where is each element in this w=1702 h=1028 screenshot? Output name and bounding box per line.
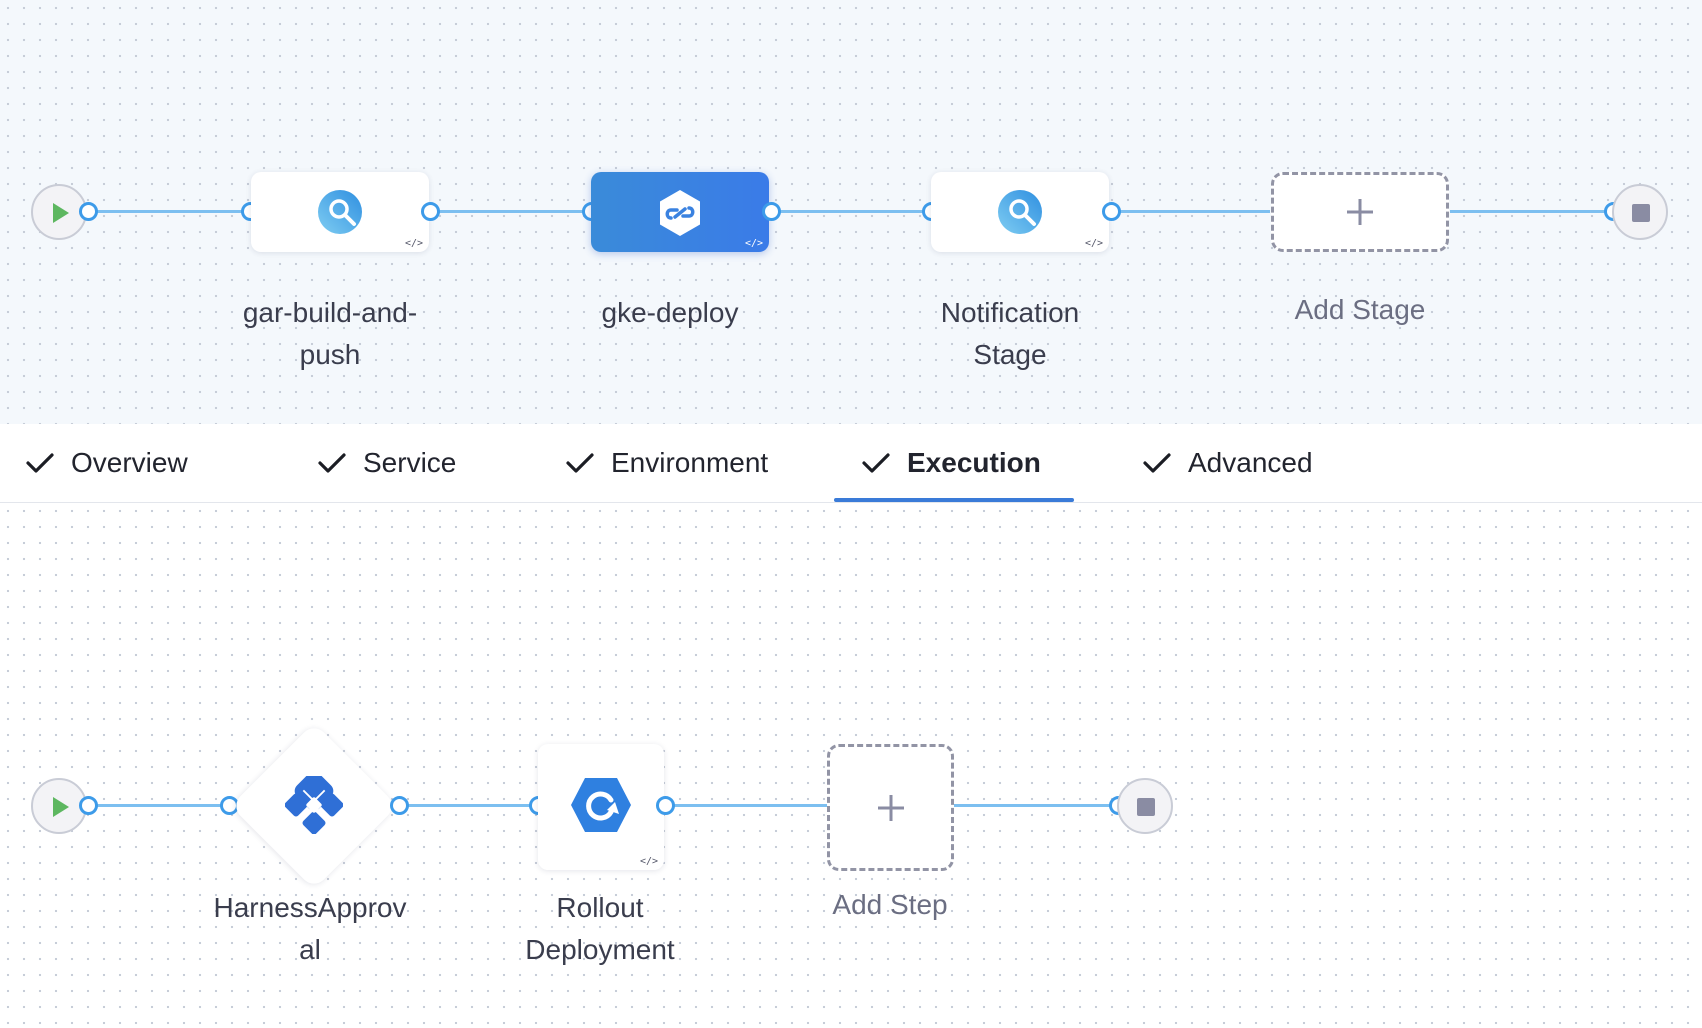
- connector-line: [88, 804, 230, 807]
- active-tab-indicator: [834, 498, 1074, 502]
- pipeline-canvas: </> gar-build-and- push </> gke-deploy <…: [0, 0, 1702, 424]
- ci-build-icon: [998, 190, 1042, 234]
- tab-label: Overview: [71, 447, 188, 478]
- stage-output-port: [762, 202, 781, 221]
- tab-label: Execution: [907, 447, 1041, 478]
- start-port: [79, 796, 98, 815]
- tab-advanced[interactable]: Advanced: [1142, 424, 1313, 502]
- check-icon: [566, 453, 594, 473]
- check-icon: [318, 453, 346, 473]
- code-tag: </>: [1084, 238, 1103, 249]
- step-output-port: [656, 796, 675, 815]
- deploy-icon: [660, 190, 700, 236]
- code-tag: </>: [404, 238, 423, 249]
- tab-label: Service: [363, 447, 457, 478]
- stage-node-gke-deploy[interactable]: </>: [591, 172, 769, 252]
- connector-line: [88, 210, 251, 213]
- add-step-button[interactable]: [827, 744, 954, 871]
- stop-icon: [1137, 798, 1155, 816]
- stage-output-port: [421, 202, 440, 221]
- stage-label: gar-build-and- push: [242, 297, 418, 370]
- stage-output-port: [1102, 202, 1121, 221]
- connector-line: [1450, 210, 1612, 213]
- connector-line: [770, 210, 930, 213]
- plus-icon: [877, 794, 904, 821]
- code-tag: </>: [744, 238, 763, 249]
- stage-tabs: Overview Service Environment Execution A…: [0, 424, 1702, 503]
- connector-line: [664, 804, 827, 807]
- step-label: HarnessApprov al: [213, 892, 407, 965]
- step-label: Rollout Deployment: [525, 892, 675, 965]
- check-icon: [1143, 453, 1171, 473]
- stage-node-gar-build-and-push[interactable]: </>: [251, 172, 429, 252]
- tab-overview[interactable]: Overview: [25, 424, 188, 502]
- pipeline-start-node[interactable]: [31, 184, 87, 240]
- connector-line: [1110, 210, 1270, 213]
- stage-node-notification-stage[interactable]: </>: [931, 172, 1109, 252]
- tab-label: Advanced: [1188, 447, 1313, 478]
- connector-line: [954, 804, 1117, 807]
- add-step-label: Add Step: [832, 889, 948, 920]
- play-icon: [53, 203, 69, 223]
- stage-label: Notification Stage: [940, 297, 1080, 370]
- start-port: [79, 202, 98, 221]
- ci-build-icon: [318, 190, 362, 234]
- execution-start-node[interactable]: [31, 778, 87, 834]
- pipeline-end-node: [1612, 184, 1668, 240]
- check-icon: [862, 453, 890, 473]
- step-node-rollout-deployment[interactable]: </>: [538, 744, 664, 870]
- tab-environment[interactable]: Environment: [565, 424, 768, 502]
- k8s-rollout-icon: [571, 778, 631, 832]
- tab-label: Environment: [611, 447, 769, 478]
- connector-line: [398, 804, 538, 807]
- add-stage-label: Add Stage: [1294, 294, 1426, 325]
- step-output-port: [390, 796, 409, 815]
- harness-approval-icon: [285, 776, 343, 834]
- tab-service[interactable]: Service: [317, 424, 456, 502]
- execution-end-node: [1117, 778, 1173, 834]
- plus-icon: [1347, 199, 1373, 225]
- play-icon: [53, 797, 69, 817]
- execution-canvas: HarnessApprov al </> Rollout Deployment …: [0, 503, 1702, 1028]
- connector-line: [430, 210, 590, 213]
- tab-execution[interactable]: Execution: [861, 424, 1041, 502]
- code-tag: </>: [639, 856, 658, 867]
- add-stage-button[interactable]: [1271, 172, 1449, 252]
- stop-icon: [1632, 204, 1650, 222]
- stage-label: gke-deploy: [601, 297, 739, 328]
- check-icon: [26, 453, 54, 473]
